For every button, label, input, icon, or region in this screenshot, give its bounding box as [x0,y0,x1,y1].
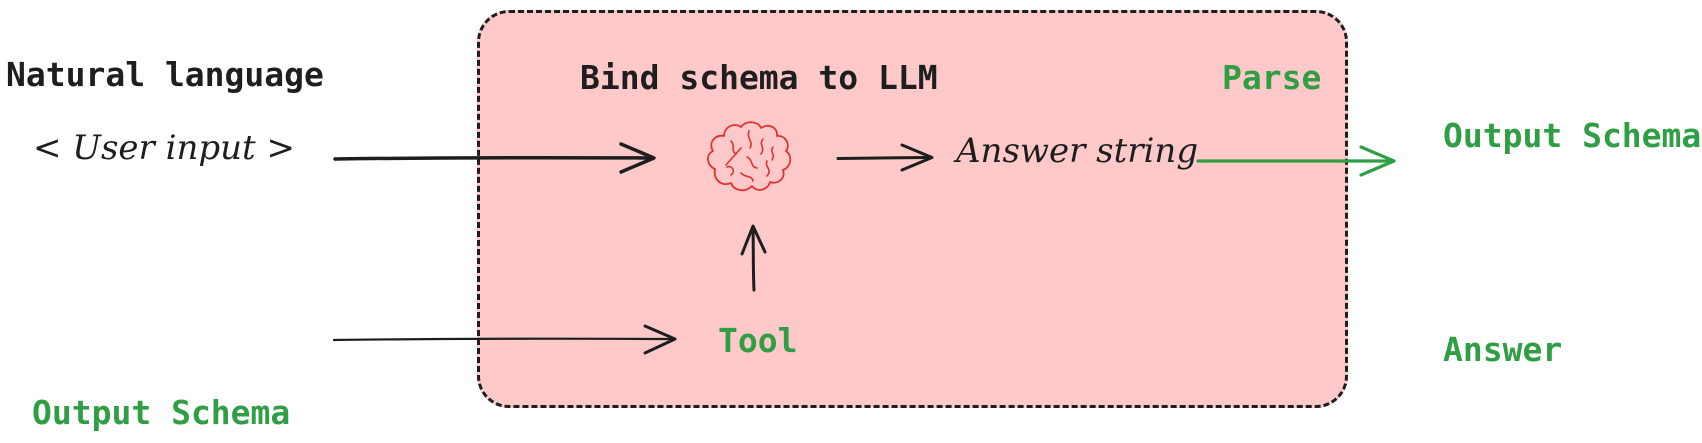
output-schema-right-block: Output Schema Answer foo: ... bar: ... [1443,36,1701,443]
user-input-label: < User input > [33,128,295,168]
tool-label: Tool [718,321,798,360]
natural-language-label: Natural language [6,55,324,94]
answer-string-label: Answer string [956,131,1199,171]
bind-schema-title: Bind schema to LLM [580,58,938,97]
output-schema-left-label: Output Schema [32,393,291,432]
parse-label: Parse [1222,58,1322,97]
output-schema-right-label: Output Schema [1443,116,1702,155]
output-schema-right-answer: Answer [1443,330,1563,369]
spacer [1443,236,1701,250]
output-schema-left-block: Output Schema foo: ... bar: ... [32,312,290,443]
llm-binding-box [477,10,1348,408]
